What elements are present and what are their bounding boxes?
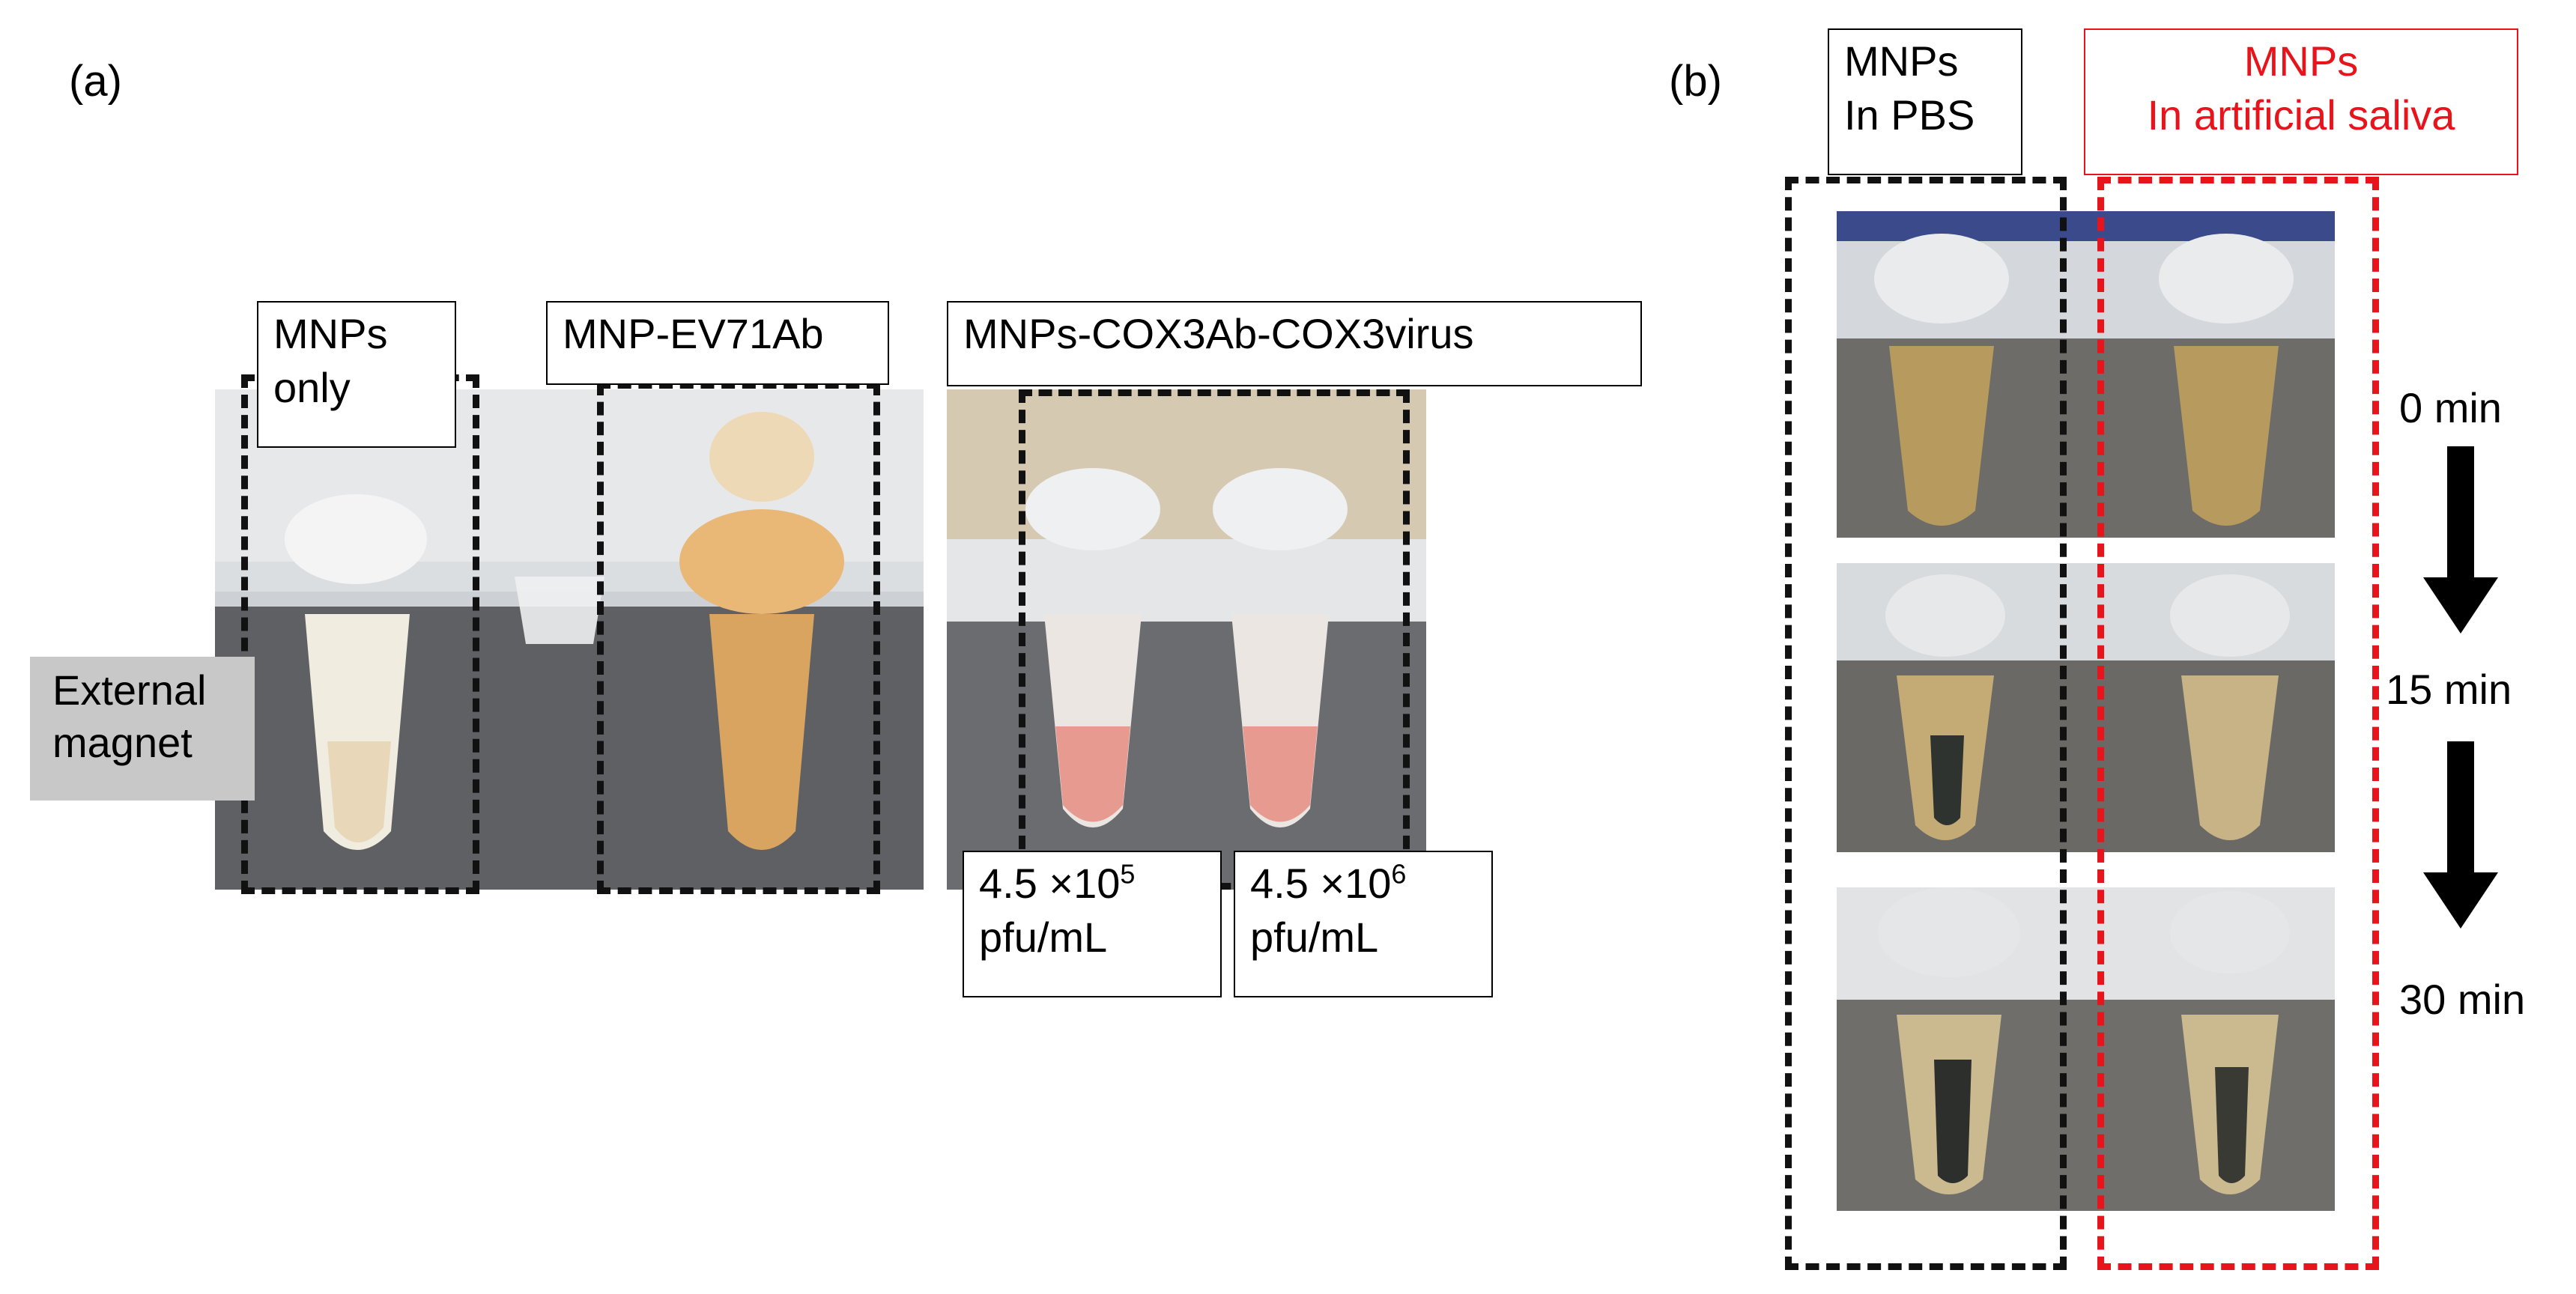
conc-1-exp: 5 [1120, 858, 1136, 890]
dashed-box-cox3 [1019, 389, 1410, 890]
photo-0-min [1837, 211, 2335, 538]
arrow-down-icon [2423, 741, 2498, 929]
conc-1-unit: pfu/mL [979, 914, 1108, 961]
conc-2-unit: pfu/mL [1250, 914, 1379, 961]
arrow-down-icon [2423, 446, 2498, 634]
label-concentration-2: 4.5 ×106 pfu/mL [1234, 851, 1493, 997]
photo-tubes-left [215, 389, 924, 890]
photo-15-min [1837, 563, 2335, 852]
label-mnps-only: MNPs only [257, 301, 456, 448]
dashed-box-pbs [1785, 177, 2067, 1270]
label-mnps-in-pbs: MNPs In PBS [1828, 28, 2022, 175]
photo-30-min [1837, 887, 2335, 1211]
panel-a-label: (a) [69, 57, 122, 106]
time-label-30: 30 min [2399, 976, 2526, 1023]
time-label-15: 15 min [2386, 666, 2512, 713]
label-mnps-cox3: MNPs-COX3Ab-COX3virus [947, 301, 1642, 386]
conc-1-base: 4.5 ×10 [979, 860, 1121, 907]
dashed-box-mnp-ev71ab [597, 382, 880, 894]
time-label-0: 0 min [2399, 384, 2502, 431]
dashed-box-saliva [2097, 177, 2379, 1270]
panel-b-label: (b) [1669, 57, 1722, 106]
conc-2-base: 4.5 ×10 [1250, 860, 1392, 907]
conc-2-exp: 6 [1391, 858, 1407, 890]
label-mnp-ev71ab: MNP-EV71Ab [546, 301, 889, 385]
photo-tubes-cox3 [947, 389, 1426, 890]
label-concentration-1: 4.5 ×105 pfu/mL [963, 851, 1222, 997]
label-external-magnet: External magnet [30, 657, 255, 801]
dashed-box-mnps-only [241, 374, 479, 894]
label-mnps-in-saliva: MNPs In artificial saliva [2084, 28, 2518, 175]
